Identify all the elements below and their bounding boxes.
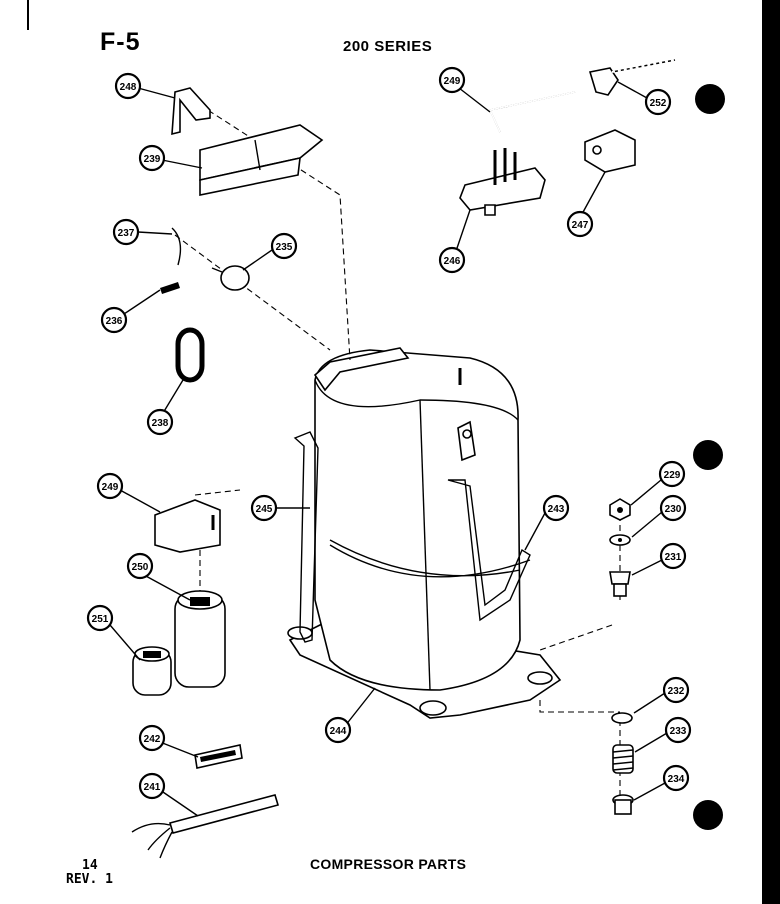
part-249-capacitor-bracket (154, 499, 221, 553)
svg-text:241: 241 (144, 782, 161, 793)
svg-text:231: 231 (665, 552, 682, 563)
callout-250: 250 (126, 552, 154, 580)
callout-251: 251 (86, 604, 114, 632)
svg-text:251: 251 (92, 614, 109, 625)
part-233-spring (612, 744, 634, 774)
part-231-bolt (609, 571, 631, 597)
svg-text:232: 232 (668, 686, 685, 697)
callout-237: 237 (112, 218, 140, 246)
svg-text:238: 238 (152, 418, 169, 429)
part-229-nut (609, 498, 631, 521)
callout-245: 245 (250, 494, 278, 522)
svg-text:248: 248 (120, 82, 137, 93)
part-246-valve (459, 148, 546, 216)
callout-229: 229 (658, 460, 686, 488)
part-230-washer (609, 534, 631, 546)
svg-text:242: 242 (144, 734, 161, 745)
compressor-body (287, 347, 562, 719)
callout-231: 231 (659, 542, 687, 570)
svg-text:247: 247 (572, 220, 589, 231)
callout-241: 241 (138, 772, 166, 800)
svg-text:249: 249 (444, 76, 461, 87)
part-242-terminal-cover (194, 744, 243, 769)
callout-244: 244 (324, 716, 352, 744)
svg-text:229: 229 (664, 470, 681, 481)
callout-249-right: 249 (438, 66, 466, 94)
callout-246: 246 (438, 246, 466, 274)
svg-text:246: 246 (444, 256, 461, 267)
part-238-grommet (175, 327, 205, 383)
binder-hole-top (695, 84, 725, 114)
page-edge-shadow (762, 0, 780, 904)
svg-text:243: 243 (548, 504, 565, 515)
svg-text:233: 233 (670, 726, 687, 737)
callout-236: 236 (100, 306, 128, 334)
callout-249-left: 249 (96, 472, 124, 500)
part-250-run-capacitor (174, 590, 226, 688)
svg-text:236: 236 (106, 316, 123, 327)
binder-hole-bottom (693, 800, 723, 830)
diagram-caption: COMPRESSOR PARTS (310, 856, 467, 872)
part-252-thermistor (588, 59, 676, 96)
callout-230: 230 (659, 494, 687, 522)
part-236-screw (160, 282, 180, 294)
page-number: 14 (82, 858, 98, 873)
part-235-protector (211, 265, 250, 291)
callout-232: 232 (662, 676, 690, 704)
part-232-washer (611, 712, 633, 724)
part-251-start-capacitor (132, 646, 172, 696)
part-247-coil (584, 129, 636, 173)
svg-text:244: 244 (330, 726, 347, 737)
callout-234: 234 (662, 764, 690, 792)
series-title: 200 SERIES (343, 38, 433, 55)
svg-text:245: 245 (256, 504, 273, 515)
svg-text:249: 249 (102, 482, 119, 493)
revision-label: REV. 1 (66, 872, 113, 887)
callout-252: 252 (644, 88, 672, 116)
svg-text:239: 239 (144, 154, 161, 165)
part-239-cover (199, 124, 324, 196)
part-237-wire (171, 227, 182, 266)
svg-text:237: 237 (118, 228, 135, 239)
svg-text:234: 234 (668, 774, 685, 785)
svg-text:230: 230 (665, 504, 682, 515)
callout-243: 243 (542, 494, 570, 522)
part-241-wire-harness (131, 794, 280, 859)
callout-242: 242 (138, 724, 166, 752)
part-249-wrench (489, 91, 576, 133)
svg-text:235: 235 (276, 242, 293, 253)
svg-text:250: 250 (132, 562, 149, 573)
svg-text:252: 252 (650, 98, 667, 109)
callout-235: 235 (270, 232, 298, 260)
callout-248-top: 248 (114, 72, 142, 100)
part-248-bracket (171, 87, 211, 136)
figure-code: F-5 (100, 28, 141, 56)
callout-238: 238 (146, 408, 174, 436)
binder-hole-middle (693, 440, 723, 470)
part-234-grommet (612, 794, 634, 815)
callout-247: 247 (566, 210, 594, 238)
callout-239: 239 (138, 144, 166, 172)
callout-233: 233 (664, 716, 692, 744)
